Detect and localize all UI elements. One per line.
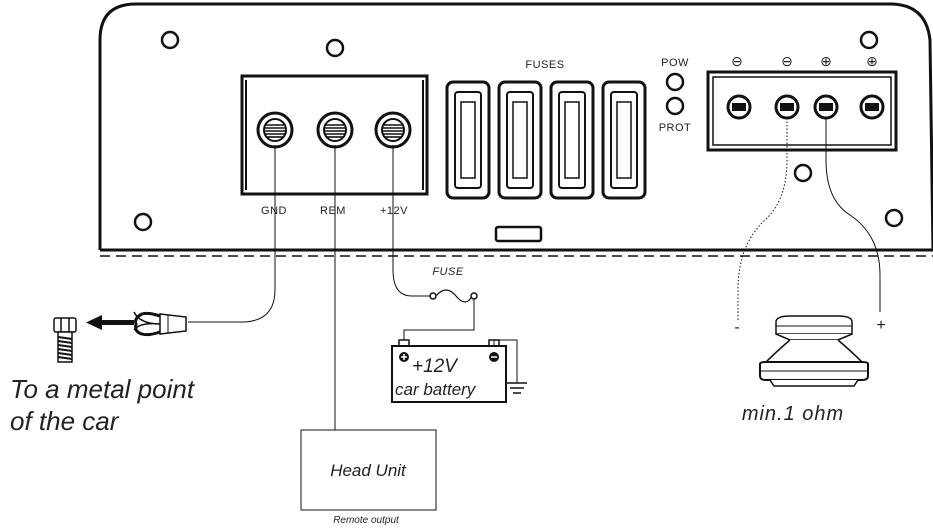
speaker-positive-wire	[825, 118, 881, 312]
power-terminal-gnd[interactable]	[256, 111, 294, 149]
fuse[interactable]	[497, 80, 543, 200]
amplifier-panel	[98, 2, 933, 257]
prot-label: PROT	[659, 122, 692, 134]
speaker-terminal-polarity: ⊕	[820, 53, 832, 69]
head-unit-label: Head Unit	[330, 461, 407, 480]
power-terminal-rem[interactable]	[316, 111, 354, 149]
bolt-icon	[53, 317, 77, 363]
fuses-label: FUSES	[525, 59, 564, 71]
car-battery: +12V car battery	[391, 339, 507, 403]
speaker-terminal-screw[interactable]	[774, 94, 800, 120]
fuse-block: FUSES	[445, 59, 647, 243]
status-leds: POW PROT	[659, 57, 692, 134]
ground-caption-line1: To a metal point	[10, 374, 196, 404]
pow-led	[665, 72, 685, 92]
mounting-hole	[133, 212, 153, 232]
mounting-hole	[325, 38, 345, 58]
speaker-terminal-polarity: ⊖	[731, 53, 743, 69]
ground-symbol-icon	[507, 382, 527, 394]
speaker-minus-label: -	[734, 319, 739, 336]
mounting-hole	[859, 30, 879, 50]
inline-fuse	[429, 289, 478, 303]
head-unit: Head Unit Remote output	[300, 429, 437, 526]
gnd-label: GND	[261, 205, 287, 217]
fuse-label: FUSE	[432, 266, 464, 278]
ring-terminal	[133, 311, 187, 337]
ground-caption-line2: of the car	[10, 406, 120, 436]
12v-wire	[392, 145, 430, 297]
prot-led	[665, 96, 685, 116]
arrow-icon	[86, 315, 134, 330]
battery-ground-wire	[493, 339, 518, 383]
battery-voltage: +12V	[412, 356, 459, 377]
12v-label: +12V	[380, 205, 408, 217]
power-terminal-12v[interactable]	[374, 111, 412, 149]
pow-label: POW	[661, 57, 689, 69]
mounting-hole	[884, 208, 904, 228]
speaker-terminal-block: ⊖ ⊖ ⊕ ⊕	[706, 53, 898, 152]
speaker-terminal-screw[interactable]	[813, 94, 839, 120]
rem-label: REM	[320, 205, 346, 217]
fuse[interactable]	[549, 80, 595, 200]
speaker-terminal-polarity: ⊖	[781, 53, 793, 69]
speaker-caption: min.1 ohm	[742, 403, 844, 425]
spare-fuse-slot	[494, 225, 543, 243]
speaker-icon	[759, 315, 869, 387]
mounting-holes	[133, 30, 904, 232]
gnd-wire	[188, 145, 276, 323]
speaker-terminal-polarity: ⊕	[866, 53, 878, 69]
mounting-hole	[793, 163, 813, 183]
fuse-to-battery-wire	[403, 299, 475, 344]
speaker-negative-wire	[737, 118, 788, 322]
head-unit-caption: Remote output	[333, 515, 400, 526]
speaker-plus-label: +	[876, 317, 885, 334]
battery-name: car battery	[395, 380, 477, 399]
speaker-terminal-screw[interactable]	[859, 94, 885, 120]
speaker-terminal-screw[interactable]	[726, 94, 752, 120]
mounting-hole	[160, 30, 180, 50]
fuse[interactable]	[601, 80, 647, 200]
fuse[interactable]	[445, 80, 491, 200]
